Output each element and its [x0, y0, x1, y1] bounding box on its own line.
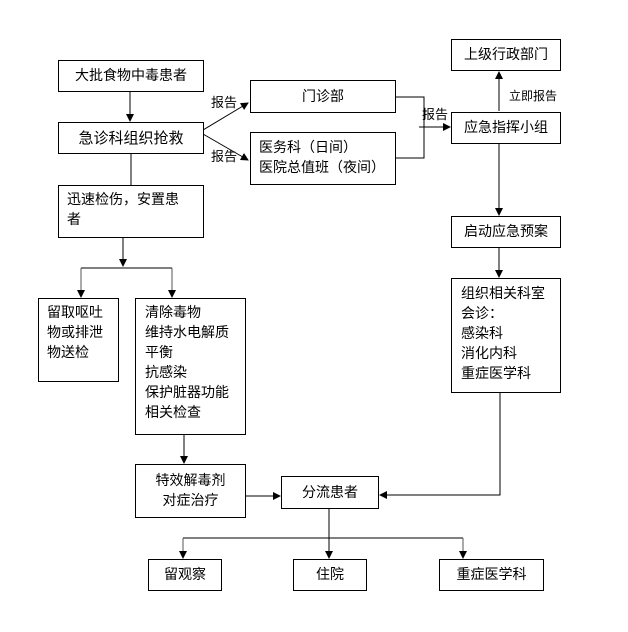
node-consultation-line: 重症医学科	[461, 366, 531, 382]
node-antidote-line: 对症治疗	[162, 493, 219, 509]
node-specimens-line: 物送检	[47, 345, 89, 361]
label-report-command: 报告	[422, 108, 449, 123]
node-treatment: 清除毒物 维持水电解质 平衡 抗感染 保护脏器功能 相关检查	[135, 298, 246, 435]
node-hospitalize: 住院	[293, 559, 367, 591]
node-divert-text: 分流患者	[302, 484, 358, 501]
node-icu-text: 重症医学科	[456, 567, 527, 583]
node-observation-text: 留观察	[164, 567, 206, 583]
node-medical-affairs: 医务科（日间） 医院总值班（夜间）	[250, 132, 396, 185]
node-observation: 留观察	[148, 559, 222, 591]
node-medical-affairs-line: 医务科（日间）	[259, 140, 357, 156]
node-medical-affairs-line: 医院总值班（夜间）	[259, 160, 385, 176]
node-start-plan: 启动应急预案	[451, 216, 561, 248]
node-mass-poisoning-text: 大批食物中毒患者	[75, 68, 187, 84]
node-treatment-line: 维持水电解质	[145, 325, 229, 341]
node-specimens-line: 留取呕吐	[47, 305, 103, 321]
node-antidote-line: 特效解毒剂	[155, 473, 226, 489]
node-mass-poisoning: 大批食物中毒患者	[58, 60, 204, 92]
node-treatment-line: 相关检查	[145, 405, 201, 421]
arrow-consult-to-divert	[379, 392, 501, 499]
node-superior-admin-text: 上级行政部门	[464, 47, 548, 63]
node-divert: 分流患者	[281, 476, 379, 509]
node-hospitalize-text: 住院	[316, 567, 344, 583]
arrow-er-to-medical	[202, 133, 249, 161]
node-triage-line: 迅速检伤，安置患	[67, 192, 179, 208]
arrow-er-to-outpatient	[202, 102, 249, 131]
node-treatment-line: 平衡	[145, 345, 173, 361]
node-specimens-line: 物或排泄	[47, 325, 103, 341]
node-command-group-text: 应急指挥小组	[464, 120, 548, 136]
node-treatment-line: 保护脏器功能	[145, 385, 229, 401]
node-treatment-line: 抗感染	[145, 365, 187, 381]
node-triage-line: 者	[67, 212, 81, 228]
node-command-group: 应急指挥小组	[451, 112, 561, 144]
node-er-rescue-text: 急诊科组织抢救	[78, 129, 184, 147]
node-outpatient: 门诊部	[250, 80, 396, 113]
node-consultation-line: 消化内科	[461, 346, 517, 362]
node-triage: 迅速检伤，安置患 者	[58, 185, 204, 238]
label-report-immediately: 立即报告	[509, 89, 558, 103]
node-treatment-line: 清除毒物	[145, 305, 201, 321]
node-superior-admin: 上级行政部门	[451, 39, 561, 71]
label-report-medical: 报告	[211, 150, 238, 165]
node-consultation-line: 组织相关科室	[461, 286, 545, 302]
node-specimens: 留取呕吐 物或排泄 物送检	[38, 298, 119, 382]
label-report-outpatient: 报告	[211, 96, 238, 111]
node-consultation-line: 会诊：	[461, 306, 503, 322]
node-outpatient-text: 门诊部	[302, 88, 344, 105]
node-start-plan-text: 启动应急预案	[464, 224, 548, 240]
node-er-rescue: 急诊科组织抢救	[58, 122, 204, 154]
node-consultation-line: 感染科	[461, 326, 503, 342]
node-antidote: 特效解毒剂 对症治疗	[135, 464, 246, 518]
node-icu: 重症医学科	[439, 559, 544, 591]
node-consultation: 组织相关科室 会诊： 感染科 消化内科 重症医学科	[451, 278, 561, 393]
